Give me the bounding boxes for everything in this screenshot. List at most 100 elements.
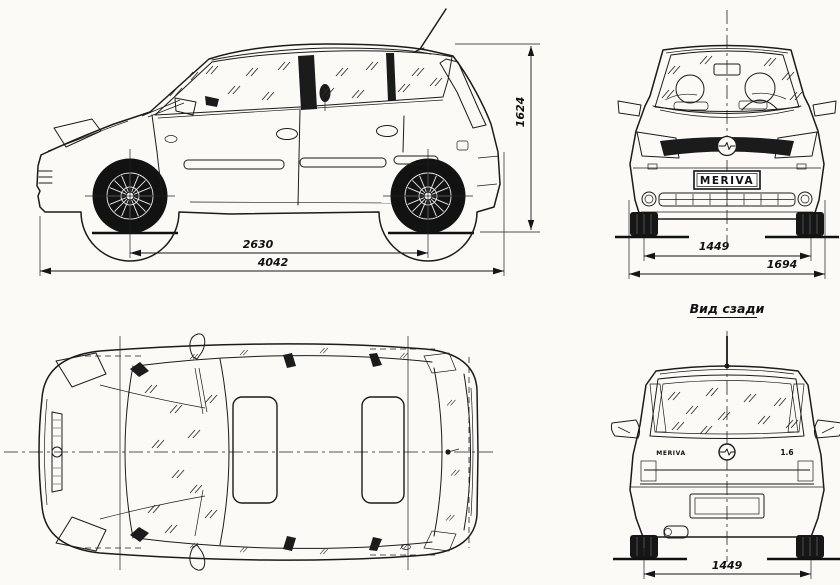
sunroof-rear [361, 396, 405, 504]
pillars [130, 352, 457, 552]
front-grille [51, 411, 63, 493]
side-mirror-top [189, 333, 206, 360]
taillight-hatch [439, 58, 487, 129]
dim-length: 4042 [39, 152, 505, 276]
opel-logo-icon [718, 443, 736, 461]
car-body-outline [629, 365, 825, 538]
rear-caption: Вид сзади [690, 301, 765, 318]
exhaust-muffler [663, 525, 689, 539]
license-plate-recess [689, 493, 765, 519]
side-mirror-left [610, 419, 641, 439]
front-view: MERIVA 1449 [615, 10, 839, 279]
tailgate-lines [640, 469, 814, 485]
dim-track: 1449 [643, 548, 812, 579]
front-wheel [84, 148, 176, 259]
windshield [654, 50, 800, 112]
roof-line [665, 48, 789, 54]
wheel-right [796, 535, 824, 558]
lower-grille [658, 192, 796, 207]
hood-line [652, 105, 802, 114]
roof-rail [211, 47, 432, 61]
indicator-right [796, 163, 807, 170]
wheel-right [796, 212, 824, 236]
fuel-door [401, 544, 411, 550]
wheel-left [630, 212, 658, 236]
fog-light-left [641, 191, 657, 207]
badge-model-label: MERIVA [656, 450, 685, 457]
dim-width-label: 1694 [767, 258, 798, 271]
b-pillar [298, 55, 317, 110]
rear-window [649, 374, 805, 439]
side-mirror-right [812, 100, 837, 117]
roof-line [659, 369, 795, 375]
dim-track-label: 1449 [712, 559, 743, 572]
dim-track: 1449 [643, 238, 812, 261]
dim-width: 1694 [628, 200, 826, 279]
front-bumper-line [44, 398, 48, 506]
headlight-right-hatch [774, 131, 818, 159]
headrest-left [675, 74, 705, 104]
side-mirror-left [617, 100, 642, 117]
wipers [664, 92, 787, 101]
glasshouse [154, 50, 453, 119]
side-view: 1624 2630 4042 [36, 8, 540, 276]
dim-wheelbase: 2630 [130, 238, 428, 257]
dim-track-label: 1449 [699, 240, 730, 253]
door-handle-rear [376, 125, 398, 137]
glass-marks [144, 347, 460, 555]
headlight-bottom-hatch [55, 516, 107, 552]
dim-length-label: 4042 [257, 256, 289, 269]
rear-bumper-line [470, 387, 474, 517]
pillar-hatch-right [787, 383, 805, 433]
dim-height: 1624 [455, 43, 540, 233]
fog-light-right [797, 191, 813, 207]
indicator-left [647, 163, 658, 170]
fuel-cap [456, 140, 469, 151]
opel-badge-icon [51, 446, 63, 458]
car-body-outline [36, 43, 501, 262]
door-lines [151, 109, 405, 207]
fender-emblem [164, 135, 178, 143]
pillar-hatch-left [649, 383, 667, 433]
sunroof-front [232, 396, 278, 504]
steering-wheel [741, 99, 779, 111]
side-moldings [183, 155, 439, 170]
opel-logo-icon [716, 135, 738, 157]
seat-left [673, 101, 709, 111]
side-mirror [174, 97, 197, 116]
rear-view: Вид сзади MERIVA [610, 301, 840, 579]
center-console [738, 100, 768, 110]
headlight-top-hatch [55, 352, 107, 388]
headlight-hatch [53, 118, 102, 148]
headrest-right [744, 72, 776, 104]
front-bumper-slats [38, 170, 53, 184]
wheel-left [630, 535, 658, 558]
rear-bumper-lines [476, 155, 500, 187]
top-view [4, 333, 497, 571]
license-plate: MERIVA [693, 170, 761, 190]
badge-engine-label: 1.6 [780, 448, 793, 457]
hidden-lines [75, 348, 470, 556]
rear-window-band [433, 367, 471, 537]
dim-wheelbase-label: 2630 [243, 238, 274, 251]
antenna [419, 8, 447, 50]
glass-marks [667, 387, 799, 435]
glass-marks [661, 55, 803, 101]
door-handle-front [276, 128, 298, 140]
car-body-outline [38, 343, 479, 561]
license-plate-label: MERIVA [700, 175, 754, 187]
c-pillar [386, 53, 396, 101]
side-mirror-bottom [189, 544, 206, 571]
rearview-mirror [713, 63, 741, 76]
car-body-outline [629, 44, 825, 220]
interior-mirror [205, 96, 219, 107]
windshield-band [124, 358, 230, 546]
rear-caption-label: Вид сзади [690, 301, 765, 316]
taillight-left-hatch [640, 460, 657, 482]
hood-crease [47, 120, 129, 152]
side-mirror-right [813, 419, 840, 439]
taillight-right-hatch [797, 460, 814, 482]
dim-height-label: 1624 [514, 97, 527, 128]
rear-wheel [382, 148, 474, 259]
